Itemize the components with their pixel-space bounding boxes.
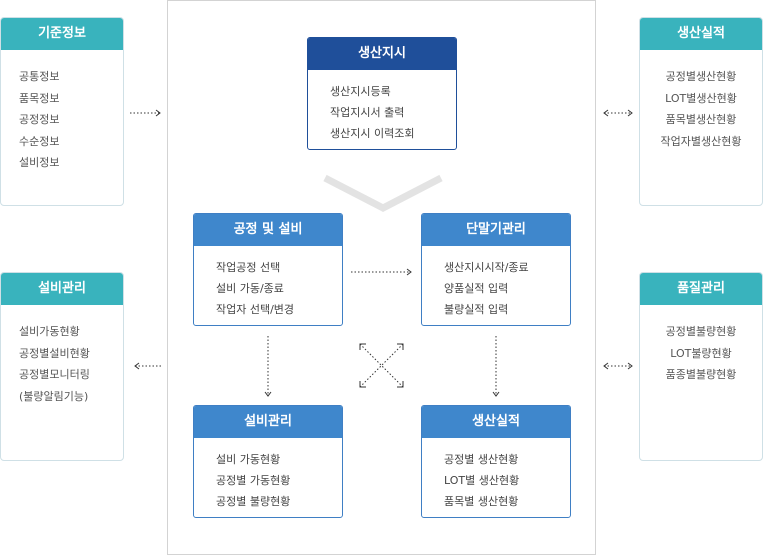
- production-order-list: 생산지시등록 작업지시서 출력 생산지시 이력조회: [308, 70, 456, 144]
- arrowhead-icon: [406, 268, 412, 276]
- list-item: 품목정보: [19, 91, 60, 105]
- list-item: 공정별불량현황: [665, 325, 737, 338]
- list-item: 설비 가동/종료: [216, 282, 284, 295]
- list-item: LOT별생산현황: [665, 91, 737, 105]
- list-item: 공정별설비현황: [19, 346, 90, 360]
- list-item: 설비 가동현황: [216, 453, 281, 466]
- arrowhead-icon: [134, 362, 140, 370]
- list-item: 공정별생산현황: [665, 70, 737, 83]
- list-item: 설비가동현황: [19, 325, 80, 338]
- master-info-list: 공통정보 품목정보 공정정보 수순정보 설비정보: [1, 50, 123, 174]
- list-item: 수순정보: [19, 134, 60, 148]
- list-item: 생산지시등록: [330, 85, 391, 98]
- terminal-mgmt-title: 단말기관리: [422, 214, 570, 246]
- list-item: 품목별 생산현황: [444, 495, 519, 508]
- quality-mgmt-title: 품질관리: [640, 273, 762, 305]
- list-item: 공정별모니터링: [19, 368, 90, 381]
- process-equipment-title: 공정 및 설비: [194, 214, 342, 246]
- list-item: 공정별 가동현황: [216, 474, 291, 487]
- list-item: 품종별불량현황: [665, 368, 737, 381]
- list-item: 작업공정 선택: [216, 261, 281, 274]
- arrowhead-icon: [359, 381, 366, 388]
- list-item: 공정정보: [19, 113, 60, 126]
- production-order-node: 생산지시 생산지시등록 작업지시서 출력 생산지시 이력조회: [307, 37, 457, 150]
- list-item: 작업자별생산현황: [660, 134, 742, 148]
- equipment-node: 설비관리 설비 가동현황 공정별 가동현황 공정별 불량현황: [193, 405, 343, 518]
- production-performance-title: 생산실적: [640, 18, 762, 50]
- master-info-title: 기준정보: [1, 18, 123, 50]
- arrowhead-icon: [155, 109, 161, 117]
- process-equipment-list: 작업공정 선택 설비 가동/종료 작업자 선택/변경: [194, 246, 342, 320]
- equipment-mgmt-panel: 설비관리 설비가동현황 공정별설비현황 공정별모니터링 (불량알림기능): [0, 272, 124, 461]
- cross-line-b: [359, 343, 404, 388]
- equipment-mgmt-list: 설비가동현황 공정별설비현황 공정별모니터링 (불량알림기능): [1, 305, 123, 407]
- arrowhead-icon: [603, 109, 609, 117]
- list-item: (불량알림기능): [19, 389, 89, 403]
- list-item: 설비정보: [19, 156, 60, 169]
- list-item: 작업자 선택/변경: [216, 303, 295, 316]
- arrowhead-icon: [264, 391, 272, 397]
- performance-node-title: 생산실적: [422, 406, 570, 438]
- list-item: 생산지시 이력조회: [330, 127, 415, 140]
- arrowhead-icon: [603, 362, 609, 370]
- list-item: 공통정보: [19, 70, 60, 83]
- production-order-title: 생산지시: [308, 38, 456, 70]
- performance-node-list: 공정별 생산현황 LOT별 생산현황 품목별 생산현황: [422, 438, 570, 512]
- list-item: 작업지시서 출력: [330, 106, 405, 119]
- terminal-mgmt-node: 단말기관리 생산지시시작/종료 양품실적 입력 불량실적 입력: [421, 213, 571, 326]
- cross-line-a: [359, 343, 404, 388]
- list-item: 생산지시시작/종료: [444, 261, 529, 274]
- master-info-panel: 기준정보 공통정보 품목정보 공정정보 수순정보 설비정보: [0, 17, 124, 206]
- arrowhead-icon: [492, 391, 500, 397]
- arrowhead-icon: [397, 381, 404, 388]
- quality-mgmt-list: 공정별불량현황 LOT불량현황 품종별불량현황: [640, 305, 762, 386]
- process-equipment-node: 공정 및 설비 작업공정 선택 설비 가동/종료 작업자 선택/변경: [193, 213, 343, 326]
- equipment-mgmt-title: 설비관리: [1, 273, 123, 305]
- list-item: LOT별 생산현황: [444, 474, 520, 487]
- arrowhead-icon: [627, 362, 633, 370]
- list-item: 불량실적 입력: [444, 303, 509, 316]
- list-item: LOT불량현황: [670, 346, 732, 360]
- list-item: 양품실적 입력: [444, 282, 509, 295]
- list-item: 품목별생산현황: [665, 113, 737, 126]
- list-item: 공정별 생산현황: [444, 453, 519, 466]
- list-item: 공정별 불량현황: [216, 495, 291, 508]
- performance-node: 생산실적 공정별 생산현황 LOT별 생산현황 품목별 생산현황: [421, 405, 571, 518]
- arrowhead-icon: [627, 109, 633, 117]
- arrowhead-icon: [397, 343, 404, 350]
- quality-mgmt-panel: 품질관리 공정별불량현황 LOT불량현황 품종별불량현황: [639, 272, 763, 461]
- equipment-node-title: 설비관리: [194, 406, 342, 438]
- production-performance-panel: 생산실적 공정별생산현황 LOT별생산현황 품목별생산현황 작업자별생산현황: [639, 17, 763, 206]
- terminal-mgmt-list: 생산지시시작/종료 양품실적 입력 불량실적 입력: [422, 246, 570, 320]
- down-chevron-icon: [323, 174, 443, 212]
- equipment-node-list: 설비 가동현황 공정별 가동현황 공정별 불량현황: [194, 438, 342, 512]
- arrowhead-icon: [359, 343, 366, 350]
- production-performance-list: 공정별생산현황 LOT별생산현황 품목별생산현황 작업자별생산현황: [640, 50, 762, 152]
